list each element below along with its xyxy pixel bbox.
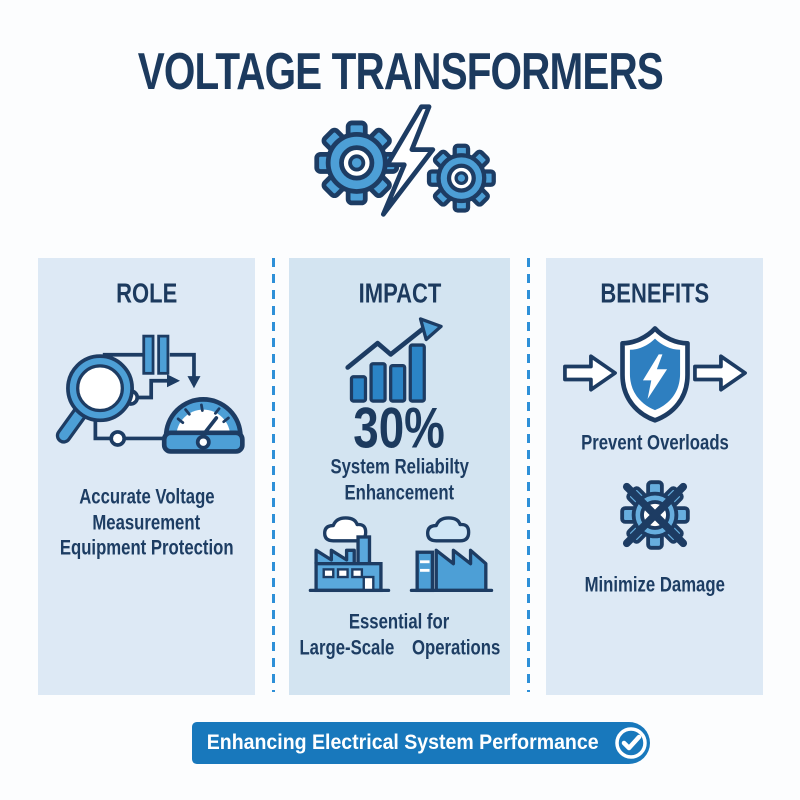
text-line: Accurate Voltage: [78, 485, 215, 510]
gears-lightning-icon: [293, 102, 508, 220]
impact-description: Essential for Large-Scale Operations: [289, 610, 510, 661]
role-header: ROLE: [112, 278, 181, 310]
magnifier-flow-gauge-icon: [55, 334, 245, 454]
text-line: Measurement: [92, 511, 201, 535]
crossed-gear-icon: [619, 479, 690, 550]
text-line: Large-Scale: [299, 636, 395, 660]
text-line: Operations: [411, 636, 501, 660]
role-description: Accurate Voltage Measurement Equipment P…: [38, 485, 255, 562]
text-line: Prevent Overloads: [580, 431, 729, 456]
column-role: ROLE: [38, 258, 255, 695]
impact-header-text: IMPACT: [358, 278, 441, 310]
impact-stat: 30%: [347, 397, 451, 461]
footer-banner-label: Enhancing Electrical System Performance: [206, 731, 599, 754]
role-header-text: ROLE: [115, 278, 178, 310]
page-title: VOLTAGE TRANSFORMERS: [0, 41, 800, 101]
factories-icon: [308, 516, 493, 593]
impact-stat-value: 30%: [353, 397, 446, 461]
column-divider: [527, 258, 530, 692]
growth-bar-chart-icon: [344, 317, 443, 403]
column-divider: [272, 258, 275, 692]
text-line: Minimize Damage: [584, 573, 725, 597]
impact-stat-caption: System Reliabilty Enhancement: [289, 455, 510, 506]
column-impact: IMPACT 30% System Reliabilty Enhancement: [289, 258, 510, 695]
text-line: Enhancement: [344, 481, 455, 505]
page-title-text: VOLTAGE TRANSFORMERS: [137, 41, 663, 101]
benefits-caption-1: Prevent Overloads: [571, 431, 739, 457]
text-line: Equipment Protection: [59, 537, 234, 561]
benefits-caption-2: Minimize Damage: [575, 573, 734, 599]
benefits-header-text: BENEFITS: [600, 278, 709, 310]
text-line: System Reliabilty: [330, 455, 469, 480]
footer-banner: Enhancing Electrical System Performance: [192, 722, 650, 764]
check-circle-icon: [615, 727, 648, 759]
impact-header: IMPACT: [353, 278, 447, 310]
column-benefits: BENEFITS Prevent Overloads: [546, 258, 763, 695]
gears-lightning-svg: [314, 104, 496, 217]
benefits-header: BENEFITS: [593, 278, 717, 310]
shield-lightning-arrows-icon: [562, 326, 747, 423]
text-line: Essential for: [349, 611, 450, 635]
